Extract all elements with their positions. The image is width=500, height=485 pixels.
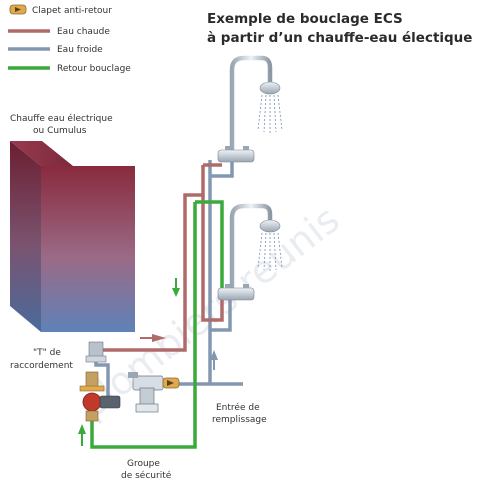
tee-connection	[85, 341, 107, 363]
safety-group	[128, 372, 180, 413]
lower-shower-head-icon	[259, 219, 281, 233]
return-up-arrow-icon	[78, 424, 86, 434]
cold-flow-arrow-icon	[210, 350, 218, 360]
lower-shower	[217, 203, 283, 301]
tee-label-line2: raccordement	[10, 361, 73, 371]
return-flow-arrow-icon	[172, 288, 180, 297]
legend-item-hot-water: Eau chaude	[8, 27, 110, 37]
inlet-label-line2: remplissage	[212, 415, 267, 425]
legend-item-check-valve: Clapet anti-retour	[9, 4, 112, 16]
lower-shower-riser	[229, 203, 273, 296]
cold-branch-lower-shower	[210, 300, 232, 332]
return-loop-pipe	[90, 202, 197, 449]
tank-top	[10, 141, 73, 166]
legend-label: Eau froide	[57, 45, 103, 55]
cold-branch-upper-shower	[210, 160, 234, 178]
hot-flow-arrow-icon	[152, 334, 166, 342]
circulation-pump-icon	[82, 392, 102, 412]
valve-body	[85, 371, 99, 389]
legend-item-cold-water: Eau froide	[8, 45, 103, 55]
check-valve-icon	[79, 385, 105, 392]
upper-shower-riser	[229, 55, 273, 160]
upper-shower-mixer	[217, 149, 255, 163]
upper-shower	[217, 55, 283, 163]
diagram-title-line2: à partir d’un chauffe-eau électique	[207, 30, 472, 46]
heater-label-line2: ou Cumulus	[33, 126, 87, 136]
return-loop-riser	[195, 200, 224, 296]
tank-side	[10, 141, 41, 332]
safety-group-label-line1: Groupe	[127, 459, 160, 469]
legend-label: Clapet anti-retour	[32, 6, 112, 16]
upper-shower-head-icon	[259, 81, 281, 95]
pump-motor	[99, 395, 121, 409]
legend: Clapet anti-retour Eau chaude Eau froide…	[8, 4, 131, 74]
legend-item-return-loop: Retour bouclage	[8, 64, 131, 74]
inlet-label-line1: Entrée de	[216, 402, 260, 413]
safety-group-label-line2: de sécurité	[121, 470, 172, 481]
flow-arrows	[78, 278, 218, 446]
circulation-pump-assembly	[79, 371, 121, 422]
water-heater-tank	[10, 141, 135, 332]
legend-label: Retour bouclage	[57, 64, 131, 74]
hot-water-pipe	[96, 165, 205, 352]
diagram-title-line1: Exemple de bouclage ECS	[207, 11, 403, 27]
heater-label-line1: Chauffe eau électrique	[10, 113, 113, 124]
tee-label-line1: "T" de	[33, 348, 61, 358]
hot-branch-lower-shower	[201, 195, 224, 322]
lower-shower-mixer	[217, 287, 255, 301]
legend-label: Eau chaude	[57, 27, 110, 37]
tank-front	[41, 166, 135, 332]
